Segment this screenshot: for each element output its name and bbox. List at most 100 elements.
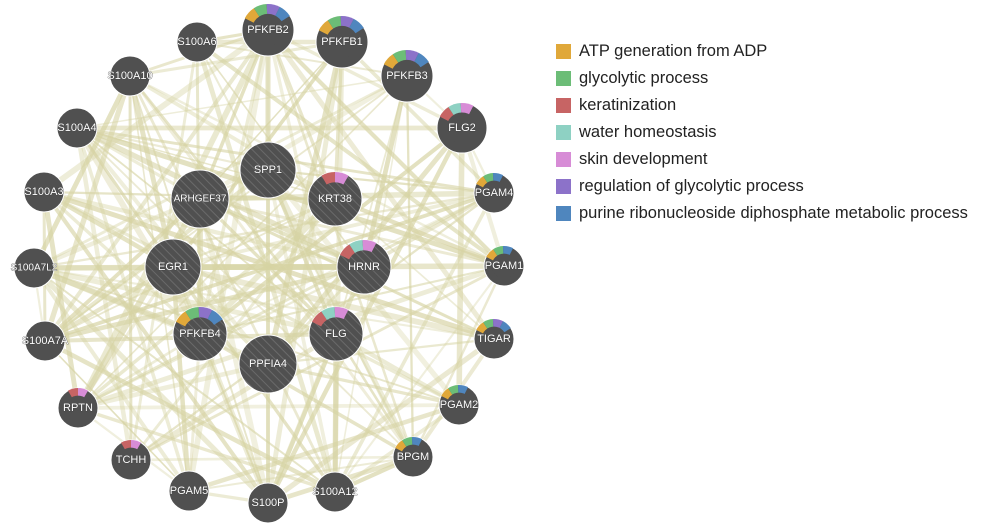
node-label: S100A7A (22, 335, 69, 347)
node-circle (170, 169, 230, 229)
network-edge (31, 73, 133, 271)
node-label: S100A3 (24, 186, 63, 198)
legend-swatch (556, 125, 571, 140)
network-edge (42, 190, 202, 336)
network-edge (42, 264, 367, 344)
edge-layer (31, 27, 507, 506)
gene-node-s100a3[interactable]: S100A3 (23, 171, 65, 213)
node-label: HRNR (348, 261, 380, 273)
gene-node-rptn[interactable]: RPTN (57, 387, 99, 429)
gene-node-pgam4[interactable]: PGAM4 (473, 172, 515, 214)
node-circle (56, 107, 98, 149)
network-edge (42, 73, 133, 344)
legend-item-water: water homeostasis (556, 119, 968, 146)
network-edge (333, 191, 496, 494)
node-core (400, 444, 426, 470)
gene-node-bpgm[interactable]: BPGM (392, 436, 434, 478)
legend-item-reg: regulation of glycolytic process (556, 173, 968, 200)
network-edge (170, 264, 497, 342)
node-label: FLG2 (448, 122, 476, 134)
node-label: PGAM4 (475, 187, 514, 199)
legend-label: skin development (579, 150, 708, 168)
network-edge (76, 403, 461, 410)
node-core (318, 182, 352, 216)
legend-item-ker: keratinization (556, 92, 968, 119)
network-edge (266, 28, 337, 201)
gene-node-pfkfb2[interactable]: PFKFB2 (241, 3, 295, 57)
node-label: TCHH (116, 454, 147, 466)
network-edge (265, 39, 345, 506)
node-label: EGR1 (158, 261, 188, 273)
network-edge (265, 331, 339, 506)
gene-node-pfkfb1[interactable]: PFKFB1 (315, 15, 369, 69)
gene-node-tigar[interactable]: TIGAR (473, 318, 515, 360)
node-label: PPFIA4 (249, 358, 287, 370)
node-circle (23, 171, 65, 213)
legend-item-glyc: glycolytic process (556, 65, 968, 92)
node-circle (314, 471, 356, 513)
network-edge (75, 126, 270, 172)
node-label: S100P (251, 497, 284, 509)
node-label: S100A7L2 (11, 263, 58, 274)
node-circle (144, 238, 202, 296)
gene-node-krt38[interactable]: KRT38 (307, 171, 363, 227)
node-core (325, 25, 359, 59)
node-label: FLG (325, 328, 346, 340)
gene-node-s100a7a[interactable]: S100A7A (21, 320, 69, 362)
node-core (65, 395, 91, 421)
network-edge (31, 265, 271, 506)
gene-node-pgam5[interactable]: PGAM5 (168, 470, 210, 512)
gene-node-ppfia4[interactable]: PPFIA4 (238, 334, 298, 394)
network-edge (128, 74, 506, 268)
network-edge (170, 264, 192, 494)
gene-node-tchh[interactable]: TCHH (110, 439, 152, 481)
node-label: PGAM5 (170, 485, 209, 497)
gene-node-s100a6[interactable]: S100A6 (176, 21, 218, 63)
legend-label: regulation of glycolytic process (579, 177, 804, 195)
gene-node-spp1[interactable]: SPP1 (239, 141, 297, 199)
node-core (446, 112, 478, 144)
node-core (319, 317, 353, 351)
network-edge (75, 361, 271, 411)
network-edge (196, 41, 414, 458)
gene-node-pgam2[interactable]: PGAM2 (438, 384, 480, 426)
gene-node-s100a4[interactable]: S100A4 (56, 107, 98, 149)
network-edge (76, 191, 496, 410)
node-core (183, 317, 217, 351)
gene-node-pfkfb3[interactable]: PFKFB3 (380, 49, 434, 103)
gene-node-s100p[interactable]: S100P (247, 482, 289, 524)
legend-item-atp: ATP generation from ADP (556, 38, 968, 65)
network-edge (42, 338, 338, 495)
network-edge (340, 40, 496, 195)
gene-node-hrnr[interactable]: HRNR (336, 239, 392, 295)
node-label: S100A12 (312, 486, 357, 498)
network-edge (198, 126, 464, 336)
network-edge (411, 264, 506, 459)
node-circle (24, 320, 66, 362)
node-label: TIGAR (477, 333, 511, 345)
gene-node-flg[interactable]: FLG (308, 306, 364, 362)
gene-node-s100a10[interactable]: S100A10 (107, 55, 153, 97)
node-label: PFKFB3 (386, 70, 428, 82)
gene-node-flg2[interactable]: FLG2 (436, 102, 488, 154)
node-circle (168, 470, 210, 512)
node-core (347, 250, 381, 284)
gene-node-pgam1[interactable]: PGAM1 (483, 245, 525, 287)
gene-node-arhgef37[interactable]: ARHGEF37 (170, 169, 230, 229)
gene-node-s100a12[interactable]: S100A12 (312, 471, 358, 513)
network-edge (266, 337, 496, 366)
network-edge (128, 74, 338, 336)
legend-swatch (556, 98, 571, 113)
network-edge (76, 127, 337, 335)
gene-node-egr1[interactable]: EGR1 (144, 238, 202, 296)
network-edge (75, 196, 203, 411)
node-circle (238, 334, 298, 394)
node-core (251, 13, 285, 47)
network-edge (128, 74, 337, 201)
legend-swatch (556, 206, 571, 221)
gene-node-pfkfb4[interactable]: PFKFB4 (172, 306, 228, 362)
network-edge (31, 265, 271, 367)
gene-node-s100a7l2[interactable]: S100A7L2 (10, 247, 58, 289)
